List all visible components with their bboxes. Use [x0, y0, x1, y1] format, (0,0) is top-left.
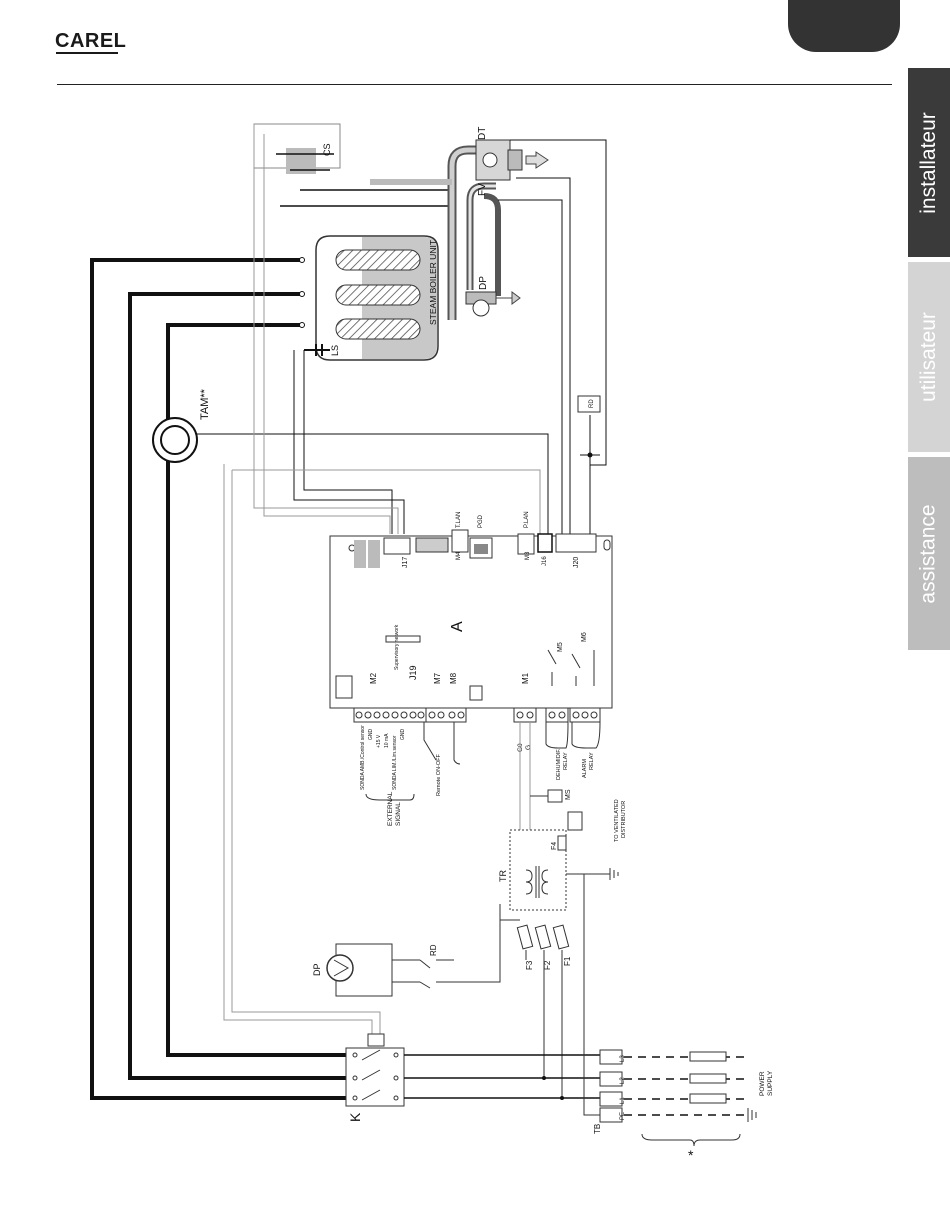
corner-tab [788, 0, 900, 52]
heating-element [335, 249, 421, 271]
boiler-label: STEAM BOILER UNIT [428, 240, 438, 325]
svg-text:CS: CS [322, 143, 332, 156]
svg-text:POWER: POWER [759, 1071, 766, 1096]
terminal-block-tb: L3 L2 L1 PE TB POWER SUPPLY * [583, 874, 774, 1163]
svg-text:GND: GND [368, 729, 374, 741]
tab-utilisateur[interactable]: utilisateur [908, 262, 950, 452]
rd-box: RD [577, 395, 601, 413]
svg-text:J16: J16 [542, 556, 548, 566]
svg-text:PGD: PGD [478, 514, 484, 528]
svg-text:M3: M3 [525, 551, 531, 560]
power-cables [90, 258, 350, 1100]
svg-text:RELAY: RELAY [563, 752, 569, 770]
svg-text:M8: M8 [449, 672, 458, 684]
svg-text:T.LAN: T.LAN [456, 512, 462, 528]
svg-text:MS: MS [565, 789, 572, 800]
svg-text:M4: M4 [456, 551, 462, 560]
svg-text:TAM**: TAM** [199, 388, 211, 420]
svg-text:TR: TR [498, 870, 508, 882]
svg-text:RELAY: RELAY [589, 752, 595, 770]
transformer: F4 TR [498, 829, 619, 911]
signal-wiring [197, 139, 607, 534]
svg-text:P.LAN: P.LAN [524, 511, 530, 528]
heating-element [335, 284, 421, 306]
fill-valve: DT FV [475, 127, 549, 196]
tab-assistance[interactable]: assistance [908, 457, 950, 650]
svg-text:DEHUMIDIF.: DEHUMIDIF. [556, 748, 562, 780]
svg-text:F4: F4 [551, 842, 558, 850]
svg-text:TB: TB [593, 1124, 602, 1134]
drain-pump: DP RD [312, 920, 501, 997]
heating-element [335, 318, 421, 340]
svg-text:L2: L2 [620, 1077, 626, 1084]
svg-text:DP: DP [478, 276, 489, 290]
external-signal-labels: SONDA AMB./Control sensor GND +15 V 10 m… [360, 722, 461, 826]
svg-text:M6: M6 [581, 632, 588, 642]
svg-text:F3: F3 [525, 960, 534, 970]
control-board: A J17 M4 T.LAN PGD M3 P.LAN J16 J20 Supe… [329, 511, 613, 709]
steam-boiler: STEAM BOILER UNIT [315, 235, 439, 361]
board-supply: G0 G MS TO VENTILATED DISTRIBUTOR [517, 722, 627, 842]
conductivity-sensor: CS [253, 123, 452, 207]
svg-text:F1: F1 [563, 956, 572, 966]
logo-underline [56, 52, 118, 54]
fuses: F3 F2 F1 [499, 904, 572, 1100]
svg-text:J19: J19 [408, 665, 418, 680]
tab-installateur[interactable]: installateur [908, 68, 950, 257]
header-rule [57, 84, 892, 85]
svg-text:EXTERNAL: EXTERNAL [387, 791, 394, 826]
svg-text:M1: M1 [521, 672, 530, 684]
svg-text:L3: L3 [620, 1055, 626, 1062]
water-pipes [370, 145, 501, 320]
svg-text:SUPPLY: SUPPLY [767, 1070, 774, 1096]
tab-installateur-label: installateur [917, 111, 940, 214]
level-sensor: LS [304, 344, 340, 356]
svg-text:J17: J17 [402, 557, 409, 568]
svg-text:DISTRIBUTOR: DISTRIBUTOR [621, 801, 627, 838]
svg-text:K: K [347, 1112, 363, 1122]
drain-pump-top: DP [465, 276, 521, 317]
svg-text:M5: M5 [557, 642, 564, 652]
terminal-strips [353, 707, 601, 723]
svg-text:SONDA LIM./Lim.sensor: SONDA LIM./Lim.sensor [392, 735, 398, 790]
svg-text:RD: RD [589, 399, 595, 408]
svg-text:F2: F2 [543, 960, 552, 970]
svg-text:SIGNAL: SIGNAL [395, 802, 402, 826]
tab-utilisateur-label: utilisateur [917, 312, 941, 402]
svg-text:Supervisory network: Supervisory network [394, 624, 400, 670]
wiring-diagram: STEAM BOILER UNIT TAM** LS CS [90, 123, 774, 1163]
svg-text:L1: L1 [620, 1097, 626, 1104]
contactor-k: K [345, 1033, 600, 1122]
svg-text:*: * [688, 1147, 694, 1163]
svg-text:A: A [449, 621, 466, 632]
svg-text:DT: DT [477, 127, 488, 140]
carel-logo: CAREL [55, 30, 127, 52]
svg-text:J20: J20 [573, 557, 580, 568]
svg-text:PE: PE [620, 1112, 626, 1120]
svg-text:RD: RD [429, 944, 438, 956]
svg-text:M2: M2 [369, 672, 378, 684]
svg-text:ALARM: ALARM [582, 759, 588, 778]
svg-text:10 mA: 10 mA [384, 733, 390, 748]
svg-text:TO VENTILATED: TO VENTILATED [614, 799, 620, 842]
svg-text:Remote ON-OFF: Remote ON-OFF [436, 753, 442, 796]
relay-labels: DEHUMIDIF. RELAY ALARM RELAY [545, 721, 601, 780]
svg-text:M7: M7 [433, 672, 442, 684]
tam-sensor: TAM** [152, 388, 211, 463]
tab-assistance-label: assistance [917, 503, 940, 604]
svg-text:DP: DP [312, 963, 322, 976]
svg-text:SONDA AMB./Control sensor: SONDA AMB./Control sensor [360, 725, 366, 790]
svg-text:G: G [525, 745, 532, 750]
svg-text:+15 V: +15 V [376, 734, 382, 748]
svg-text:LS: LS [330, 345, 340, 356]
svg-text:GND: GND [400, 729, 406, 741]
svg-text:FV: FV [477, 183, 488, 196]
